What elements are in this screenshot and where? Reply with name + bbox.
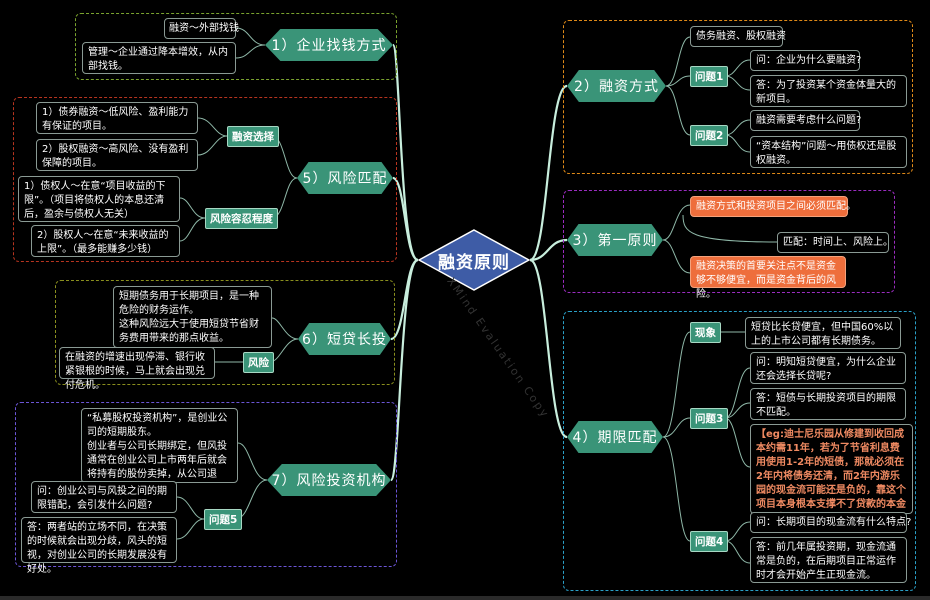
topic-b5[interactable]: 5）风险匹配 — [297, 162, 393, 194]
leaf-risk-detail[interactable]: 在融资的增速出现停滞、银行收紧银根的时候，马上就会出现兑付危机。 — [59, 347, 215, 391]
boundary-b2 — [563, 20, 913, 174]
leaf-q5-question[interactable]: 问：创业公司与风投之间的期限错配，会引发什么问题? — [31, 481, 177, 513]
subtopic-question-4[interactable]: 问题4 — [690, 531, 729, 552]
leaf-matching-rule[interactable]: 融资方式和投资项目之间必须匹配。 — [690, 196, 856, 217]
subtopic-risk[interactable]: 风险 — [243, 352, 274, 373]
diamond-shape — [417, 229, 531, 291]
leaf-phenomenon-text[interactable]: 短贷比长贷便宜，但中国60%以上的上市公司都有长期债务。 — [745, 317, 901, 349]
subtopic-question-3[interactable]: 问题3 — [690, 408, 729, 429]
leaf-equity-financing[interactable]: 2）股权融资～高风险、没有盈利保障的项目。 — [36, 139, 198, 171]
leaf-q3-answer[interactable]: 答：短债与长期投资项目的期限不匹配。 — [750, 388, 906, 420]
leaf-q2-answer[interactable]: “资本结构”问题～用债权还是股权融资。 — [750, 136, 907, 168]
topic-b6[interactable]: 6）短贷长投 — [298, 323, 391, 355]
topic-b7[interactable]: 7）风险投资机构 — [267, 464, 391, 496]
leaf-risk-focus-rule[interactable]: 融资决策的首要关注点不是资金够不够便宜，而是资金背后的风险。 — [690, 256, 846, 300]
subtopic-phenomenon[interactable]: 现象 — [690, 322, 721, 343]
leaf-q5-answer[interactable]: 答：两者站的立场不同，在决策的时候就会出现分歧，风头的短视，对创业公司的长期发展… — [21, 517, 177, 575]
leaf-q4-question[interactable]: 问：长期项目的现金流有什么特点? — [750, 512, 911, 533]
bottom-bar — [0, 596, 930, 600]
topic-b4[interactable]: 4）期限匹配 — [567, 421, 663, 453]
boundary-b5 — [13, 97, 397, 262]
leaf-q1-question[interactable]: 问：企业为什么要融资? — [750, 50, 861, 71]
leaf-short-loan-long-invest[interactable]: 短期债务用于长期项目，是一种危险的财务运作。 这种风险远大于使用短贷节省财务费用… — [113, 286, 272, 348]
boundary-b7 — [15, 402, 397, 567]
leaf-matching-dimensions[interactable]: 匹配：时间上、风险上。 — [777, 232, 893, 253]
central-topic-label: 融资原则 — [438, 252, 510, 273]
leaf-q4-answer[interactable]: 答：前几年属投资期，现金流通常是负的，在后期项目正常运作时才会开始产生正现金流。 — [750, 537, 907, 583]
leaf-shareholder[interactable]: 2）股权人～在意“未来收益的上限”。（最多能赚多少钱） — [31, 225, 180, 257]
topic-b1[interactable]: 1）企业找钱方式 — [265, 29, 393, 61]
boundary-b1 — [75, 13, 397, 80]
link-center-b2 — [529, 84, 568, 262]
link-center-b6 — [390, 258, 419, 341]
link-center-b3 — [529, 238, 568, 262]
leaf-q3-question[interactable]: 问：明知短贷便宜，为什么企业还会选择长贷呢? — [750, 352, 906, 384]
leaf-q1-answer[interactable]: 答：为了投资某个资金体量大的新项目。 — [750, 75, 907, 107]
leaf-debt-equity[interactable]: 债务融资、股权融资 — [690, 26, 786, 47]
subtopic-question-5[interactable]: 问题5 — [204, 509, 243, 530]
leaf-creditor[interactable]: 1）债权人～在意“项目收益的下限”。（项目将债权人的本息还清后，盈余与债权人无关… — [18, 176, 180, 222]
subtopic-question-2[interactable]: 问题2 — [690, 125, 729, 146]
boundary-b6 — [55, 280, 395, 385]
boundary-b3 — [563, 190, 895, 293]
boundary-b4 — [563, 311, 916, 591]
subtopic-risk-tolerance[interactable]: 风险容忍程度 — [205, 208, 278, 229]
central-topic[interactable]: 融资原则 — [417, 229, 531, 291]
topic-b3[interactable]: 3）第一原则 — [567, 224, 663, 256]
subtopic-financing-choice[interactable]: 融资选择 — [227, 126, 279, 147]
topic-b2[interactable]: 2）融资方式 — [567, 70, 666, 102]
leaf-q2-question[interactable]: 融资需要考虑什么问题? — [750, 110, 861, 131]
subtopic-question-1[interactable]: 问题1 — [690, 66, 729, 87]
watermark: XMind Evaluation Copy — [444, 275, 552, 421]
leaf-vc-description[interactable]: “私募股权投资机构”，是创业公司的短期股东。 创业者与公司长期绑定，但风投通常在… — [81, 408, 238, 494]
leaf-disney-example[interactable]: 【eg:迪士尼乐园从修建到收回成本约需11年，若为了节省利息费用使用1-2年的短… — [750, 424, 913, 524]
leaf-b1-external[interactable]: 融资～外部找钱 — [164, 18, 239, 39]
leaf-b1-internal[interactable]: 管理～企业通过降本增效，从内部找钱。 — [82, 42, 236, 74]
leaf-bond-financing[interactable]: 1）债券融资～低风险、盈利能力有保证的项目。 — [36, 102, 198, 134]
